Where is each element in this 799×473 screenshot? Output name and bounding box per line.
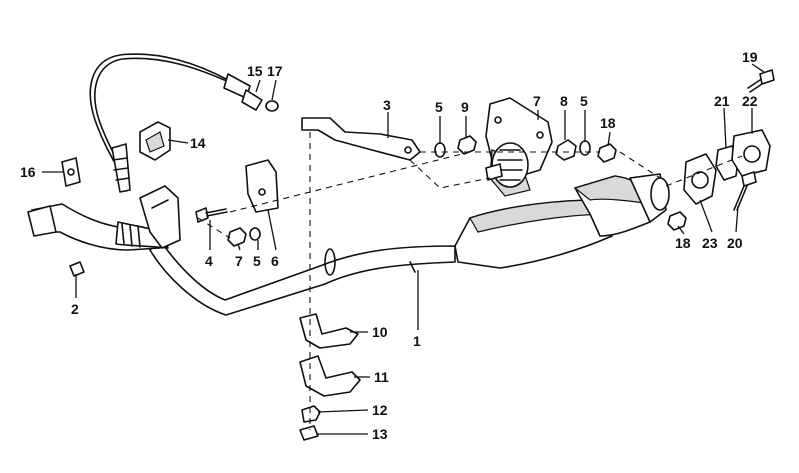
front-downpipe	[27, 185, 181, 251]
callout-5b: 5	[253, 253, 261, 269]
callout-13: 13	[372, 426, 388, 442]
callout-18b: 18	[675, 235, 691, 251]
callout-10: 10	[372, 324, 388, 340]
oxygen-sensor	[89, 53, 279, 193]
callout-1: 1	[413, 333, 421, 349]
rubber-mount-7	[485, 97, 553, 197]
pipe-clamp-14	[139, 121, 171, 161]
hanger-10	[299, 313, 359, 349]
nut-9	[457, 135, 477, 155]
callout-17: 17	[267, 63, 283, 79]
callout-5c: 5	[580, 93, 588, 109]
callout-23: 23	[702, 235, 718, 251]
callout-2: 2	[71, 301, 79, 317]
callout-12: 12	[372, 402, 388, 418]
callout-16: 16	[20, 164, 36, 180]
callout-14: 14	[190, 135, 206, 151]
washer-12	[301, 405, 321, 423]
assembly-lines	[197, 132, 743, 430]
callout-19: 19	[742, 49, 758, 65]
washer-5b	[434, 142, 446, 158]
callout-7b: 7	[235, 253, 243, 269]
callout-6: 6	[271, 253, 279, 269]
callout-21: 21	[714, 93, 730, 109]
callout-18a: 18	[600, 115, 616, 131]
catalytic-converter	[454, 173, 670, 269]
bracket-16	[61, 157, 81, 187]
bolt-13	[299, 425, 319, 441]
exhaust-pipe	[149, 239, 456, 316]
bracket-6	[245, 159, 279, 213]
callout-20: 20	[727, 235, 743, 251]
nut-18b	[667, 211, 687, 231]
hanger-11	[299, 355, 361, 397]
nut-18a	[597, 143, 617, 163]
callout-9: 9	[461, 99, 469, 115]
nut-2	[69, 261, 85, 277]
callout-3: 3	[383, 97, 391, 113]
nut-7a	[227, 227, 247, 247]
callout-15: 15	[247, 63, 263, 79]
gasket-23	[683, 153, 717, 205]
bracket-3	[301, 117, 421, 161]
callout-7a: 7	[533, 93, 541, 109]
callout-labels: 1 2 3 4 5 5 5 6 7 7 8 9 10 11 12 13 14 1…	[20, 49, 758, 442]
nut-8	[555, 139, 577, 161]
washer-5a	[249, 227, 261, 241]
callout-5a: 5	[435, 99, 443, 115]
leader-lines	[42, 63, 765, 435]
washer-5c	[579, 140, 591, 156]
callout-22: 22	[742, 93, 758, 109]
bolt-19	[747, 69, 775, 93]
callout-8: 8	[560, 93, 568, 109]
bolt-20	[733, 171, 757, 211]
callout-4: 4	[205, 253, 213, 269]
callout-11: 11	[374, 369, 389, 385]
flange-22	[731, 129, 771, 177]
